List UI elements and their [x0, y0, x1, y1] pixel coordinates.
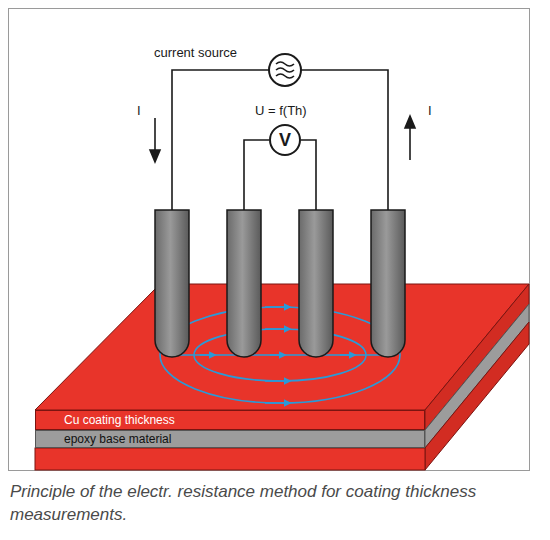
node-text: Cu coating thickness	[64, 413, 175, 427]
cu-coating-band: Cu coating thickness	[35, 410, 425, 430]
figure-caption: Principle of the electr. resistance meth…	[10, 480, 535, 526]
frame	[9, 9, 530, 471]
voltage-formula: U = f(Th)	[255, 103, 307, 118]
board-side-epoxy	[425, 304, 529, 448]
current-symbol: I	[428, 103, 432, 118]
current-symbol: I	[137, 103, 141, 118]
source-label: current source	[154, 45, 237, 60]
board-front-cu-bottom	[35, 448, 425, 470]
node-text: V	[279, 130, 291, 151]
node-text: epoxy base material	[64, 432, 171, 446]
current-arrows	[150, 116, 415, 162]
probes	[155, 210, 405, 357]
wires	[172, 70, 388, 210]
current-field	[160, 307, 400, 403]
epoxy-band: epoxy base material	[35, 430, 425, 448]
current-source-symbol	[269, 54, 301, 86]
board-side-cu-bottom	[425, 322, 529, 470]
voltmeter-circle: V	[269, 124, 301, 156]
